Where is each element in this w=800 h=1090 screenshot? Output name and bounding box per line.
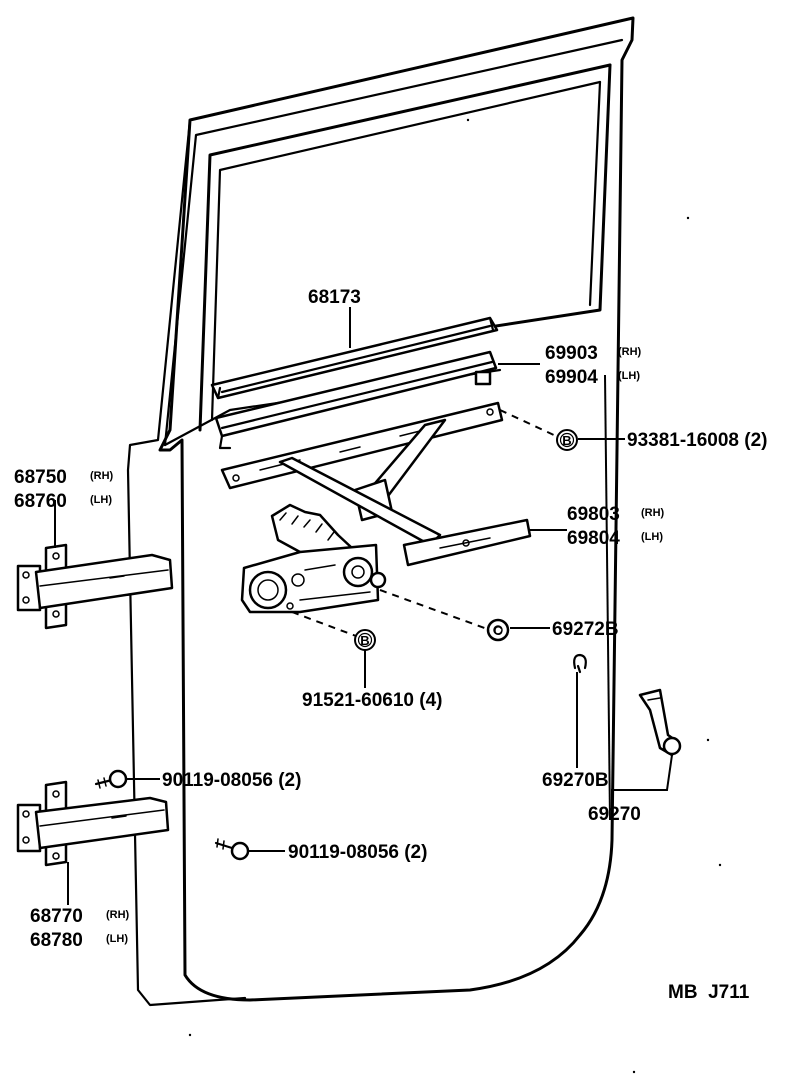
label-68770-sub: (RH) [106,909,130,921]
marker-b-lower: B [354,629,376,651]
door-bolt [214,838,250,861]
label-91521: 91521-60610 (4) [302,690,443,711]
lower-hinge [16,780,170,867]
label-90119-lower: 90119-08056 (2) [288,842,427,863]
label-68770: 68770 [30,906,83,927]
label-68750-sub: (RH) [90,470,114,482]
label-69804: 69804 [567,528,620,549]
part-labels: 68173 69903 (RH) 69904 (LH) 93381-16008 … [14,287,768,1003]
label-68780-sub: (LH) [106,933,128,945]
rod-clip [573,653,587,674]
regulator-nut [486,618,510,642]
label-69270b: 69270B [542,770,609,791]
label-90119-upper: 90119-08056 (2) [162,770,301,791]
upper-hinge [16,543,174,630]
marker-c: C [493,623,503,638]
label-69803: 69803 [567,504,620,525]
window-channel [214,350,498,450]
label-68780: 68780 [30,930,83,951]
inner-handle [638,688,682,757]
marker-b-lower-text: B [360,633,369,648]
label-93381: 93381-16008 (2) [627,430,768,451]
glass-run-channel [210,316,499,400]
label-69803-sub: (RH) [641,507,665,519]
scan-specks [188,118,722,1074]
label-68173: 68173 [308,287,361,308]
leader-lines [54,307,673,905]
label-69804-sub: (LH) [641,531,663,543]
window-regulator [220,401,532,614]
label-69270: 69270 [588,804,641,825]
marker-c-text: C [493,623,503,638]
hinge-bolt [94,769,128,789]
door-panel [126,16,635,1007]
label-68760: 68760 [14,491,67,512]
label-69904: 69904 [545,367,598,388]
diagram-code: MB J711 [668,982,750,1003]
marker-b-upper: B [556,429,578,451]
label-69903: 69903 [545,343,598,364]
label-68760-sub: (LH) [90,494,112,506]
label-69272b: 69272B [552,619,619,640]
label-69904-sub: (LH) [618,370,640,382]
marker-b-upper-text: B [562,433,571,448]
label-68750: 68750 [14,467,67,488]
label-69903-sub: (RH) [618,346,642,358]
